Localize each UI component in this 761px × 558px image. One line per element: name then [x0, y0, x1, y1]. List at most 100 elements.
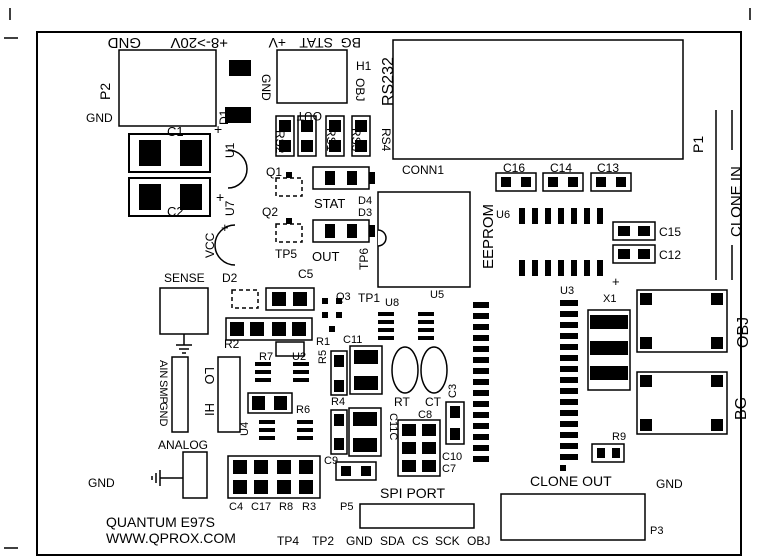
- label-tp4: TP4: [277, 534, 299, 548]
- label-rs232: RS232: [380, 57, 397, 106]
- capacitor-c5: [265, 287, 315, 311]
- label-r8: R8: [279, 501, 293, 513]
- label-r6: R6: [296, 404, 310, 416]
- label-c8: C8: [418, 409, 432, 421]
- header-h1: [276, 49, 348, 104]
- label-vcc: VCC: [203, 232, 217, 258]
- label-x1: X1: [603, 293, 616, 305]
- pin-strip: [473, 302, 489, 462]
- silkscreen-labels: GND +8->20V +V STAT BG H1 OBJ GND OUT RS…: [86, 34, 752, 548]
- label-c16: C16: [503, 161, 525, 175]
- label-rs4: RS4: [379, 128, 393, 152]
- label-c5: C5: [298, 267, 314, 281]
- chip-u3: [560, 300, 578, 471]
- diode-d1-pad: [229, 107, 251, 123]
- label-u2: U2: [292, 351, 306, 363]
- label-r9: R9: [612, 431, 626, 443]
- label-c3: C3: [447, 384, 459, 398]
- label-u6: U6: [496, 209, 510, 221]
- connector-p3: [500, 493, 646, 541]
- capacitor-c9: [335, 461, 377, 481]
- label-c1c: C11C: [387, 413, 399, 440]
- label-c10: C10: [442, 451, 462, 463]
- resistor-r5: [330, 350, 348, 396]
- label-u5: U5: [430, 289, 444, 301]
- capacitor-c11: [349, 345, 383, 395]
- analog-connector: [182, 451, 208, 499]
- regulator-u7: [214, 224, 236, 266]
- label-obj-rot: OBJ: [353, 78, 367, 101]
- chip-u5: [377, 191, 471, 288]
- label-q1: Q1: [266, 165, 282, 179]
- capacitor-c1: [128, 133, 211, 173]
- label-smp: SMP: [157, 380, 169, 404]
- capacitor-c15-c12: [612, 221, 656, 264]
- label-q2: Q2: [262, 205, 278, 219]
- resistor-r9: [591, 443, 625, 463]
- label-p1: P1: [690, 136, 706, 153]
- label-gnd-rot: GND: [259, 74, 273, 101]
- transistor-q1: [275, 177, 303, 197]
- connector-rs232: [392, 39, 684, 160]
- label-c11: C11: [343, 334, 362, 346]
- led-d3: [312, 219, 375, 243]
- label-sense: SENSE: [164, 271, 205, 285]
- label-out-rot: OUT: [296, 109, 322, 123]
- transistor-q2: [275, 223, 303, 243]
- label-c7: C7: [442, 463, 456, 475]
- board-outline: [36, 31, 742, 556]
- label-d1: D1: [217, 109, 231, 125]
- label-plus-c2: +: [216, 189, 224, 205]
- label-ain: AIN: [157, 360, 169, 378]
- label-plus-x1: +: [612, 274, 620, 289]
- label-bg-right: BG: [733, 397, 750, 420]
- bg-electrode-pads: [636, 371, 728, 435]
- capacitor-c2: [128, 177, 211, 217]
- label-c17: C17: [251, 501, 271, 513]
- label-clone-out: CLONE OUT: [530, 473, 612, 489]
- label-rs2: RS2: [273, 130, 287, 154]
- label-d4: D4: [358, 195, 372, 207]
- label-conn1: CONN1: [402, 163, 444, 177]
- label-hi: HI: [202, 403, 217, 416]
- label-h1: H1: [356, 59, 372, 73]
- label-obj-bot: OBJ: [467, 534, 490, 548]
- thermistor-rt: [391, 346, 419, 394]
- label-c2: C2: [167, 204, 184, 219]
- label-plus-c1: +: [214, 121, 222, 137]
- resistor-r6: [247, 392, 293, 414]
- label-u4: U4: [239, 422, 251, 436]
- chip-u4: [259, 420, 313, 440]
- label-u7: U7: [223, 200, 237, 216]
- label-tp5: TP5: [275, 247, 297, 261]
- label-gnd-bot: GND: [346, 534, 373, 548]
- chip-u6: [519, 208, 603, 276]
- crop-marks: [4, 8, 751, 549]
- capacitor-row-top: [495, 172, 632, 192]
- component-row-bottom: [227, 455, 321, 499]
- label-c9: C9: [324, 455, 338, 467]
- label-r3: R3: [302, 501, 316, 513]
- label-sck: SCK: [435, 534, 460, 548]
- label-r2: R2: [224, 337, 240, 351]
- transistor-q3: [322, 298, 342, 332]
- regulator-u1: [227, 149, 248, 189]
- label-p2: P2: [97, 83, 113, 100]
- label-tp6: TP6: [357, 248, 371, 270]
- label-c1: C1: [167, 124, 184, 139]
- label-board-name: QUANTUM E97S: [106, 514, 215, 530]
- label-p5: P5: [340, 501, 353, 513]
- label-bg-top: BG: [341, 35, 361, 51]
- label-r4: R4: [331, 396, 345, 408]
- label-spi-port: SPI PORT: [380, 485, 446, 501]
- connector-p2: [118, 49, 217, 127]
- label-gnd-bl: GND: [88, 476, 115, 490]
- label-rs3: RS3: [349, 128, 363, 152]
- sense-connector: [159, 287, 209, 335]
- label-r5: R5: [317, 350, 329, 364]
- capacitor-c8-c10-c7: [397, 419, 441, 477]
- label-q3: Q3: [336, 291, 351, 303]
- resistor-array-rs: [275, 115, 371, 157]
- label-plus-v: +V: [268, 35, 286, 51]
